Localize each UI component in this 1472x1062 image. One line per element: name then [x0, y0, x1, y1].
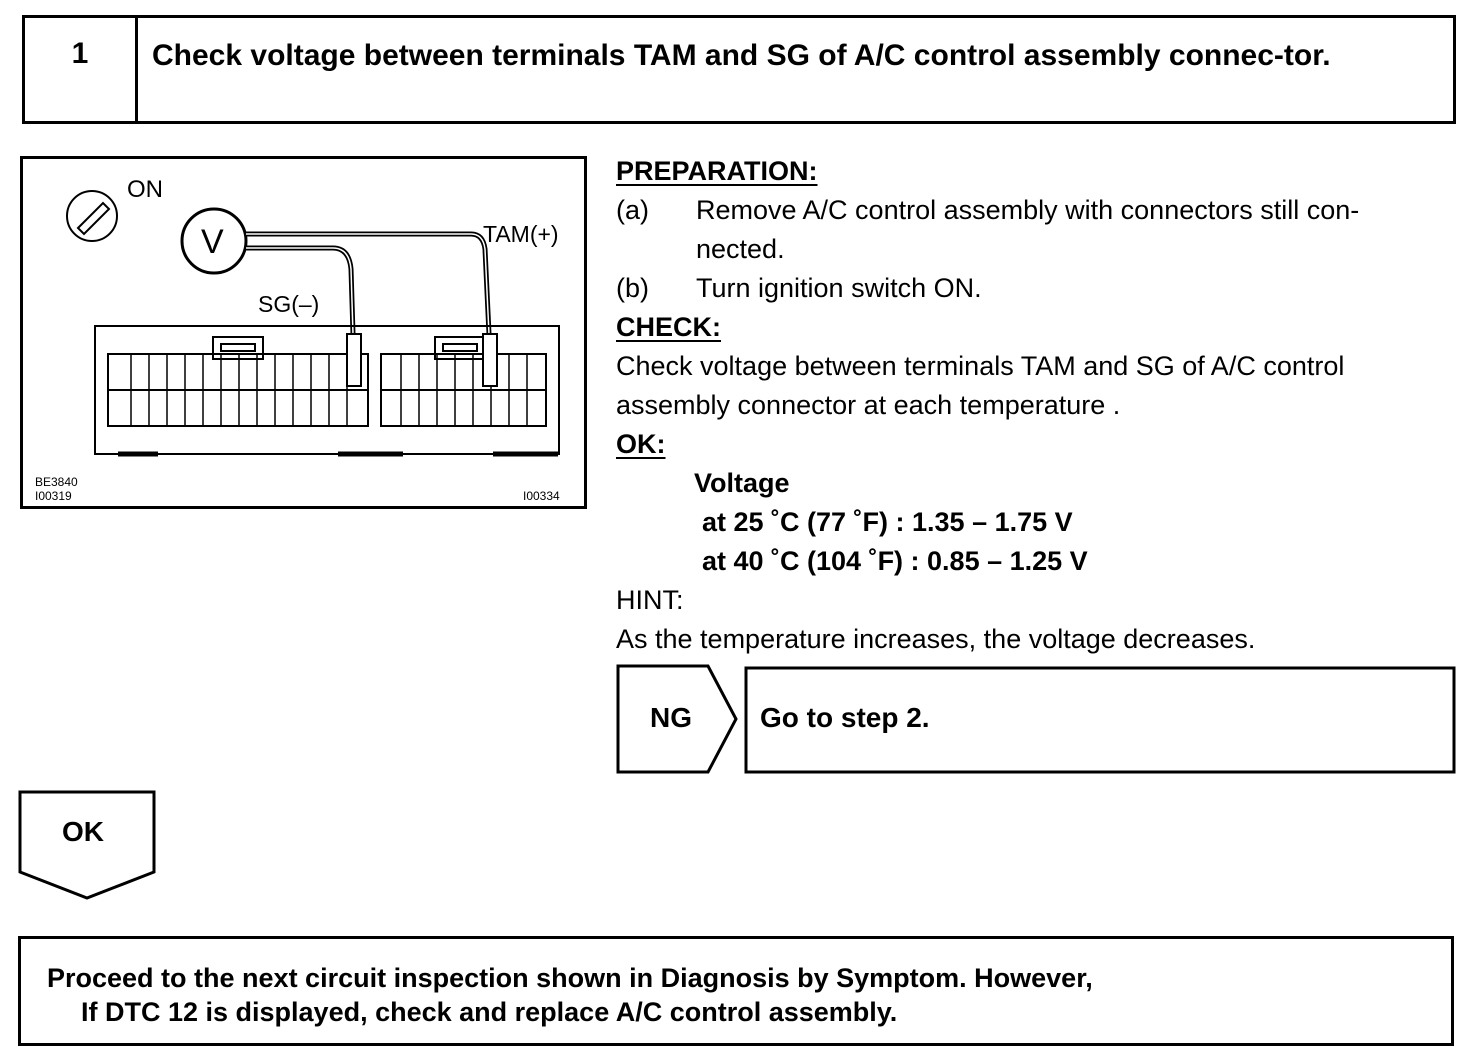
- final-line2: If DTC 12 is displayed, check and replac…: [81, 997, 898, 1027]
- spec-row-40c: at 40 ˚C (104 ˚F) : 0.85 – 1.25 V: [702, 546, 1088, 576]
- spec-row-25c: at 25 ˚C (77 ˚F) : 1.35 – 1.75 V: [702, 507, 1073, 537]
- ok-arrow-shape: [18, 790, 156, 900]
- hint-heading: HINT:: [616, 585, 684, 615]
- connector-figure: ON V TAM(+) SG(–): [20, 156, 587, 509]
- prep-item-text: Remove A/C control assembly with connect…: [696, 195, 1360, 225]
- ng-action-box: [744, 666, 1456, 774]
- ok-label: OK: [62, 816, 104, 847]
- figure-code-right: I00334: [523, 489, 560, 503]
- spec-title: Voltage: [694, 468, 790, 498]
- ng-arrow-shape: [616, 664, 738, 774]
- ng-action-text: Go to step 2.: [760, 702, 930, 733]
- switch-label: ON: [127, 176, 163, 203]
- final-instruction-box: Proceed to the next circuit inspection s…: [18, 936, 1454, 1046]
- prep-item-text: Turn ignition switch ON.: [696, 273, 982, 303]
- ng-branch: NG Go to step 2.: [616, 664, 1458, 776]
- voltmeter-icon: [180, 207, 248, 275]
- tam-label: TAM(+): [483, 221, 559, 247]
- meter-label: V: [201, 223, 224, 261]
- final-line1: Proceed to the next circuit inspection s…: [47, 963, 1093, 993]
- check-text-line2: assembly connector at each temperature .: [616, 390, 1121, 420]
- ignition-switch-icon: [66, 190, 118, 242]
- sg-label: SG(–): [258, 291, 319, 317]
- ok-heading: OK:: [616, 429, 666, 459]
- prep-item-label: (a): [616, 195, 649, 225]
- figure-code-left-1: BE3840: [35, 475, 78, 489]
- figure-code-left-2: I00319: [35, 489, 72, 503]
- step-number: 1: [25, 18, 138, 121]
- prep-item-text-cont: nected.: [696, 234, 785, 264]
- hint-text: As the temperature increases, the voltag…: [616, 624, 1256, 654]
- connector-diagram: ON V TAM(+) SG(–): [35, 176, 560, 503]
- check-heading: CHECK:: [616, 312, 721, 342]
- ok-flow-arrow: OK: [18, 790, 158, 902]
- prep-item-b: (b) Turn ignition switch ON.: [616, 269, 1456, 308]
- sg-probe-tip: [346, 333, 362, 387]
- step-title: Check voltage between terminals TAM and …: [152, 39, 1331, 72]
- ng-shapes: [616, 664, 1456, 774]
- ng-label: NG: [650, 702, 692, 733]
- check-text-line1: Check voltage between terminals TAM and …: [616, 351, 1345, 381]
- prep-item-label: (b): [616, 273, 649, 303]
- instructions: PREPARATION: (a) Remove A/C control asse…: [616, 152, 1456, 659]
- tam-probe-tip: [482, 333, 498, 387]
- connector-pins: [130, 354, 528, 426]
- step-header: 1 Check voltage between terminals TAM an…: [22, 15, 1456, 124]
- preparation-heading: PREPARATION:: [616, 156, 818, 186]
- connector-housing: [94, 325, 560, 457]
- prep-item-a: (a) Remove A/C control assembly with con…: [616, 191, 1456, 269]
